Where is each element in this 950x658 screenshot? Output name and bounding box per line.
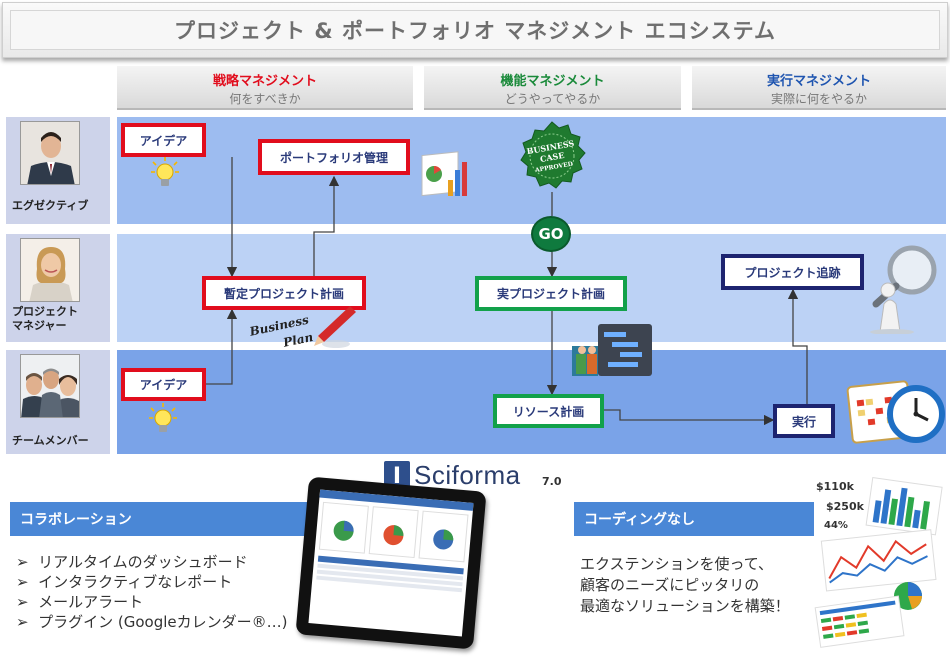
report-chart-icon — [421, 151, 467, 197]
box-idea-bottom: アイデア — [121, 368, 206, 401]
role-label-team-member: チームメンバー — [12, 434, 89, 447]
column-title-strategic: 戦略マネジメント — [212, 74, 317, 89]
project-manager-avatar — [20, 238, 80, 302]
lightbulb-icon-bottom — [149, 403, 177, 432]
page-title: プロジェクト & ポートフォリオ マネジメント エコシステム — [10, 10, 940, 50]
tablet-device — [295, 476, 487, 650]
bullet-arrow-icon: ➢ — [16, 593, 29, 611]
column-title-execution: 実行マネジメント — [766, 74, 871, 89]
tablet-pie-icon — [433, 529, 454, 550]
executive-avatar — [20, 121, 80, 185]
role-label-project-manager: プロジェクト マネジャー — [12, 305, 78, 332]
role-cell-team-member: チームメンバー — [6, 350, 110, 454]
description-line: 顧客のニーズにピッタリの — [580, 576, 760, 594]
sciforma-version: 7.0 — [542, 475, 562, 488]
list-item: ➢ プラグイン (Googleカレンダー®…) — [16, 613, 288, 631]
column-subtitle-functional: どうやってやるか — [504, 92, 601, 106]
team-member-avatar — [20, 354, 80, 418]
collaboration-panel: コラボレーション ➢ リアルタイムのダッシュボード ➢ インタラクティブなレポー… — [10, 502, 322, 632]
box-actual-project-plan: 実プロジェクト計画 — [475, 276, 627, 311]
connector-resource-to-execution — [604, 409, 775, 426]
business-plan-text-line2: Plan — [281, 330, 314, 350]
description-line: エクステンションを使って、 — [580, 555, 774, 573]
box-resource-plan: リソース計画 — [493, 394, 604, 428]
column-header-functional: 機能マネジメント どうやってやるか — [424, 66, 681, 110]
no-coding-description: エクステンションを使って、 顧客のニーズにピッタリの 最適なソリューションを構築… — [574, 554, 814, 617]
bullet-arrow-icon: ➢ — [16, 573, 29, 591]
connector-execution-to-tracking — [787, 288, 808, 404]
column-header-execution: 実行マネジメント 実際に何をやるか — [692, 66, 946, 110]
column-subtitle-strategic: 何をすべきか — [229, 92, 301, 106]
sciforma-brand: Sciforma — [414, 460, 521, 490]
dashboard-figure-c: 44% — [824, 520, 848, 531]
business-case-approved-seal-icon: BUSINESS CASE APPROVED — [520, 121, 586, 189]
seal-text-line2: CASE — [539, 150, 565, 164]
tablet-pie-icon — [333, 520, 354, 541]
box-project-tracking: プロジェクト追跡 — [721, 254, 864, 290]
bullet-arrow-icon: ➢ — [16, 553, 29, 571]
title-banner: プロジェクト & ポートフォリオ マネジメント エコシステム — [2, 2, 948, 58]
go-badge: GO — [531, 216, 571, 252]
box-tentative-project-plan: 暫定プロジェクト計画 — [202, 276, 366, 310]
bullet-arrow-icon: ➢ — [16, 613, 29, 631]
description-line: 最適なソリューションを構築！ — [580, 597, 790, 615]
dashboard-charts-icon — [814, 477, 943, 648]
list-item: ➢ リアルタイムのダッシュボード — [16, 553, 248, 571]
list-item: ➢ メールアラート — [16, 593, 144, 611]
no-coding-panel: コーディングなし エクステンションを使って、 顧客のニーズにピッタリの 最適なソ… — [574, 502, 814, 617]
dashboard-figure-b: $250k — [826, 500, 864, 513]
tablet-screen — [308, 489, 474, 637]
no-coding-header: コーディングなし — [574, 502, 814, 536]
role-label-executive: エグゼクティブ — [12, 199, 89, 212]
column-header-strategic: 戦略マネジメント 何をすべきか — [117, 66, 413, 110]
dashboard-figure-a: $110k — [816, 480, 854, 493]
box-idea-top: アイデア — [121, 123, 206, 157]
role-cell-project-manager: プロジェクト マネジャー — [6, 234, 110, 342]
lightbulb-icon — [151, 157, 179, 186]
connector-plan-to-portfolio — [313, 175, 340, 276]
role-cell-executive: エグゼクティブ — [6, 117, 110, 224]
sciforma-logo: I Sciforma 7.0 — [384, 460, 566, 493]
gantt-chart-icon — [572, 324, 652, 376]
magnifier-figure-icon — [870, 245, 937, 334]
list-item: ➢ インタラクティブなレポート — [16, 573, 233, 591]
tablet-pie-icon — [383, 525, 404, 546]
box-portfolio-management: ポートフォリオ管理 — [258, 139, 410, 175]
business-plan-pen-icon: Business Plan — [248, 306, 356, 350]
collaboration-list: ➢ リアルタイムのダッシュボード ➢ インタラクティブなレポート ➢ メールアラ… — [10, 552, 322, 632]
column-title-functional: 機能マネジメント — [500, 74, 605, 89]
dashboard-collage: $110k $250k 44% — [812, 474, 946, 654]
column-subtitle-execution: 実際に何をやるか — [770, 92, 867, 106]
collaboration-header: コラボレーション — [10, 502, 322, 536]
calendar-clock-icon — [846, 380, 945, 444]
box-execution: 実行 — [773, 404, 835, 438]
connector-idea-bottom-to-tentative-plan — [206, 308, 238, 385]
